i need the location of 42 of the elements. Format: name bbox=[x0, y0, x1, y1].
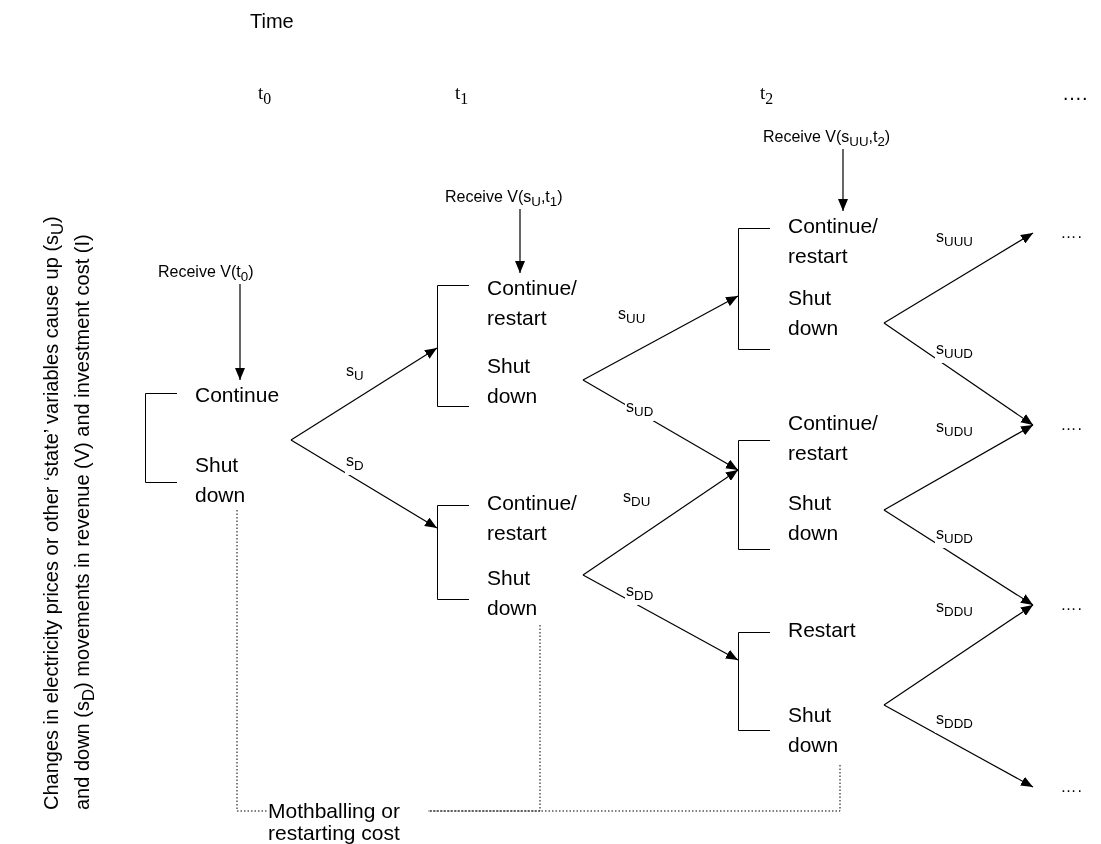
arrow bbox=[290, 439, 438, 529]
option-label: Restart bbox=[788, 617, 857, 643]
ellipsis: …. bbox=[1060, 777, 1083, 797]
arrow bbox=[290, 347, 438, 441]
option-label: Shut down bbox=[487, 353, 539, 409]
arrow bbox=[883, 424, 1034, 511]
option-label: Continue/ restart bbox=[788, 213, 879, 269]
option-label: Continue bbox=[195, 382, 281, 408]
arrow bbox=[883, 509, 1034, 606]
ellipsis: …. bbox=[1060, 415, 1083, 435]
axis-title: Time bbox=[250, 10, 294, 33]
option-label: Shut down bbox=[195, 452, 247, 508]
arrow bbox=[883, 604, 1034, 706]
option-label: Shut down bbox=[788, 702, 840, 758]
dotted-line bbox=[236, 509, 269, 812]
option-label: Continue/ restart bbox=[487, 275, 578, 331]
option-label: Shut down bbox=[788, 285, 840, 341]
time-label: t$_{2}$ bbox=[760, 82, 774, 108]
arrow bbox=[582, 295, 739, 381]
arrow bbox=[582, 574, 739, 661]
arrow bbox=[515, 208, 525, 274]
arrow bbox=[838, 148, 848, 212]
dotted-line bbox=[427, 764, 841, 812]
ellipsis: …. bbox=[1060, 595, 1083, 615]
arrow bbox=[883, 232, 1034, 324]
time-label: …. bbox=[1062, 82, 1088, 105]
time-label: t$_{1}$ bbox=[455, 82, 469, 108]
payoff-label: Receive V(s$_{UU}$,t$_{2}$) bbox=[763, 127, 891, 152]
arrow bbox=[883, 704, 1034, 788]
option-label: Continue/ restart bbox=[487, 490, 578, 546]
ellipsis: …. bbox=[1060, 223, 1083, 243]
time-label: t$_{0}$ bbox=[258, 82, 272, 108]
arrow bbox=[883, 322, 1034, 426]
option-label: Continue/ restart bbox=[788, 410, 879, 466]
dotted-line bbox=[427, 624, 541, 812]
payoff-label: Receive V(t$_{0}$) bbox=[158, 262, 254, 287]
payoff-label: Receive V(s$_{U}$,t$_{1}$) bbox=[445, 187, 563, 212]
arrow bbox=[582, 469, 739, 576]
cost-label: Mothballing or restarting cost bbox=[268, 800, 401, 844]
option-label: Shut down bbox=[487, 565, 539, 621]
arrow bbox=[235, 283, 245, 381]
option-label: Shut down bbox=[788, 490, 840, 546]
